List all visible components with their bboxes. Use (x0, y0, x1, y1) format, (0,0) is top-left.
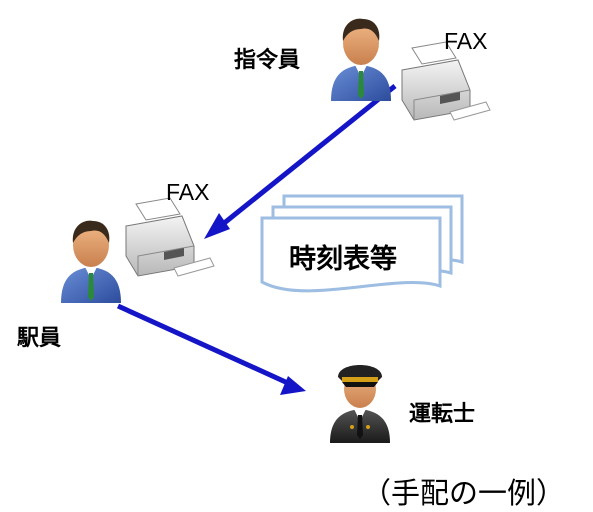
fax-left-label: FAX (166, 179, 210, 205)
driver-label: 運転士 (409, 402, 476, 427)
train-driver-icon (330, 365, 390, 443)
station-staff-person-icon (61, 220, 121, 303)
station-staff-label: 駅員 (17, 326, 62, 351)
fax-machine-icon (401, 41, 491, 121)
fax-machine-icon (125, 197, 215, 277)
caption: （手配の一例） (362, 476, 566, 510)
arrow-dispatcher-to-station (204, 84, 397, 239)
document-label: 時刻表等 (289, 244, 397, 275)
dispatcher-person-icon (331, 18, 391, 101)
dispatcher-label: 指令員 (234, 48, 301, 73)
document-stack-icon (260, 194, 464, 293)
fax-top-label: FAX (444, 28, 488, 54)
arrow-station-to-driver (116, 303, 306, 395)
